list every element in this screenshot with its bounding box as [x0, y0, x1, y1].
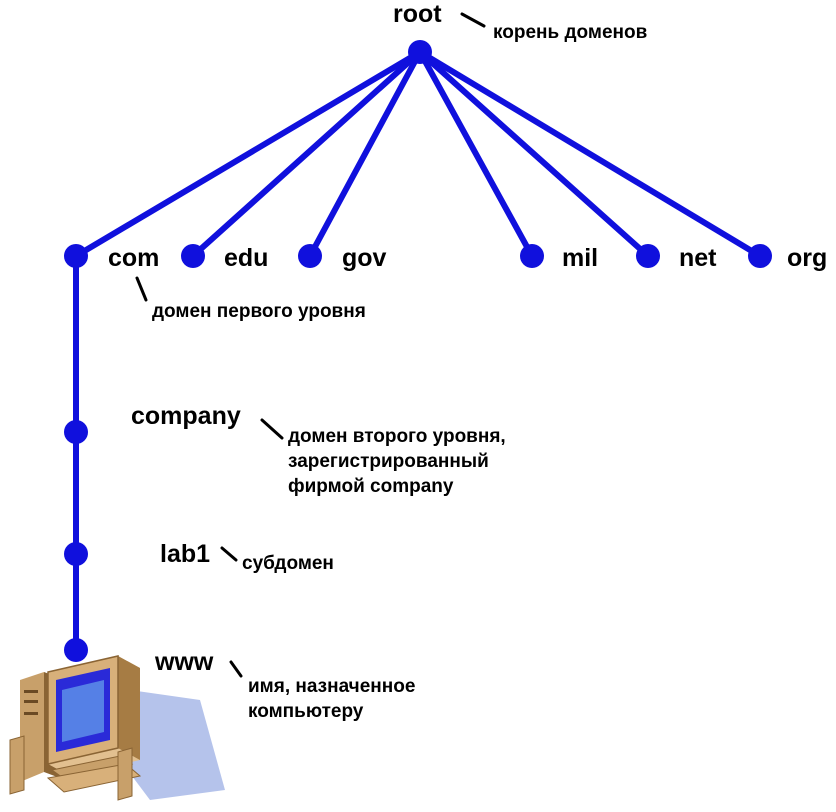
edge-root-edu	[190, 49, 423, 259]
first-level-annotation: домен первого уровня	[152, 301, 366, 322]
edge-root-org	[417, 49, 763, 259]
pointer-root	[460, 12, 486, 28]
root-annotation: корень доменов	[493, 22, 647, 43]
node-www	[64, 638, 88, 662]
host-annotation-line-1: имя, назначенное	[248, 676, 415, 697]
tld-label-net: net	[679, 244, 717, 272]
second-level-annotation-line-3: фирмой company	[288, 476, 454, 497]
tld-label-gov: gov	[342, 244, 387, 272]
node-net	[636, 244, 660, 268]
pointer-www	[229, 660, 243, 678]
domain-labels: root com edu gov mil net org company lab…	[108, 0, 827, 676]
root-label: root	[393, 0, 442, 28]
second-level-annotation-line-1: домен второго уровня,	[288, 426, 506, 447]
root-edges	[73, 49, 763, 259]
edge-root-gov	[307, 49, 423, 259]
computer-icon	[9, 655, 225, 801]
node-company	[64, 420, 88, 444]
node-com	[64, 244, 88, 268]
annotations: корень доменов домен первого уровня доме…	[152, 22, 647, 722]
node-root	[408, 40, 432, 64]
pointer-company	[260, 418, 284, 440]
annotation-pointers	[135, 12, 486, 678]
node-gov	[298, 244, 322, 268]
second-level-annotation-line-2: зарегистрированный	[288, 451, 489, 472]
tld-label-edu: edu	[224, 244, 268, 272]
company-label: company	[131, 402, 241, 430]
tld-label-org: org	[787, 244, 827, 272]
node-org	[748, 244, 772, 268]
tld-label-com: com	[108, 244, 159, 272]
tld-label-mil: mil	[562, 244, 598, 272]
pointer-com	[135, 276, 148, 302]
edge-root-net	[417, 49, 651, 259]
host-annotation-line-2: компьютеру	[248, 701, 364, 722]
lab1-label: lab1	[160, 540, 210, 568]
pointer-lab1	[220, 546, 238, 562]
edge-root-mil	[417, 49, 535, 259]
node-edu	[181, 244, 205, 268]
edge-root-com	[73, 49, 423, 259]
tree-nodes	[64, 40, 772, 662]
node-mil	[520, 244, 544, 268]
node-lab1	[64, 542, 88, 566]
subdomain-annotation: субдомен	[242, 553, 334, 574]
www-label: www	[154, 648, 214, 676]
